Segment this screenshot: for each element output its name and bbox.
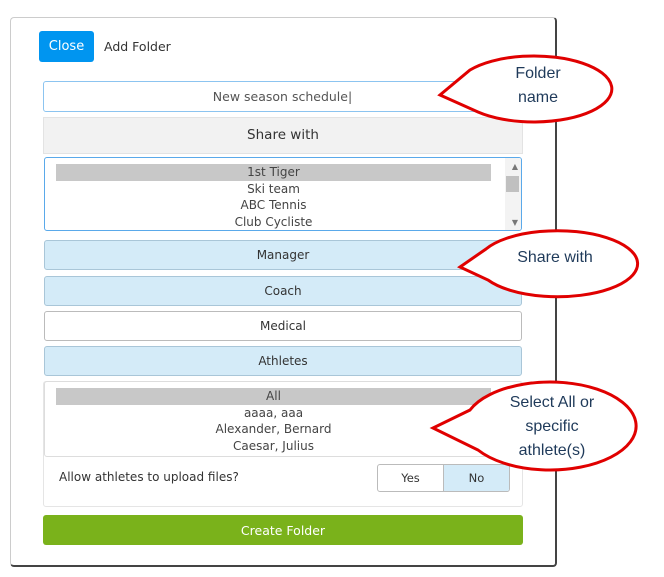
folder-name-value: New season schedule <box>212 89 348 104</box>
team-list[interactable]: 1st Tiger Ski team ABC Tennis Club Cycli… <box>44 157 522 231</box>
athlete-option[interactable]: Caesar, Julius <box>233 438 314 453</box>
allow-upload-label: Allow athletes to upload files? <box>59 470 239 484</box>
dialog-title: Add Folder <box>104 39 171 54</box>
callout-select-text: Select All or specific athlete(s) <box>509 394 595 459</box>
yes-option[interactable]: Yes <box>401 471 420 485</box>
create-folder-button[interactable]: Create Folder <box>43 515 523 545</box>
team-option[interactable]: Ski team <box>247 181 300 196</box>
share-with-header: Share with <box>43 117 523 154</box>
close-button[interactable]: Close <box>39 31 94 62</box>
callout-share-with-text: Share with <box>517 249 593 266</box>
scroll-up-icon[interactable]: ▲ <box>511 162 518 171</box>
athlete-option[interactable]: All <box>56 388 491 405</box>
callout-folder-name <box>437 54 614 124</box>
athlete-list[interactable]: All aaaa, aaa Alexander, Bernard Caesar,… <box>44 381 522 457</box>
team-option[interactable]: 1st Tiger <box>56 164 491 181</box>
no-option[interactable]: No <box>443 465 509 491</box>
role-athletes[interactable]: Athletes <box>44 346 522 376</box>
scroll-down-icon[interactable]: ▼ <box>511 218 518 227</box>
role-manager[interactable]: Manager <box>44 240 522 270</box>
allow-upload-toggle[interactable]: Yes No <box>377 464 510 492</box>
scrollbar[interactable]: ▲ ▼ <box>505 158 521 230</box>
callout-folder-name-text: Folder name <box>515 65 561 106</box>
role-coach[interactable]: Coach <box>44 276 522 306</box>
team-option[interactable]: Club Cycliste <box>234 214 313 229</box>
scroll-thumb[interactable] <box>506 176 519 192</box>
callout-select <box>429 380 638 472</box>
athlete-option[interactable]: Alexander, Bernard <box>215 422 332 436</box>
team-option[interactable]: ABC Tennis <box>240 198 307 212</box>
role-medical[interactable]: Medical <box>44 311 522 341</box>
callout-share-with <box>456 229 640 299</box>
athlete-option[interactable]: aaaa, aaa <box>243 405 304 420</box>
